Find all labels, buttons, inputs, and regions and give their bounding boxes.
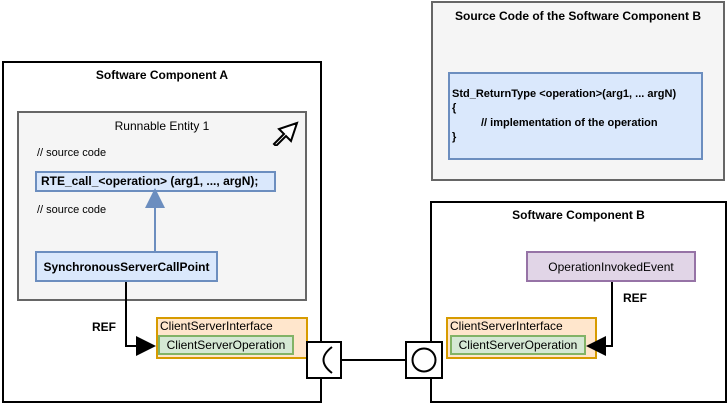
code-line-1: Std_ReturnType <operation>(arg1, ... arg… [452,88,677,100]
software-component-b-title: Software Component B [512,208,645,222]
rte-call-box: RTE_call_<operation> (arg1, ..., argN); [35,171,276,192]
synchronous-server-call-point: SynchronousServerCallPoint [35,251,218,282]
operation-invoked-event: OperationInvokedEvent [526,251,696,282]
provided-port-b [405,341,443,379]
expand-arrow-icon[interactable] [271,120,301,148]
code-line-4: } [452,131,457,143]
required-port-a [306,341,342,379]
ref-label-b: REF [623,291,647,305]
software-component-b [430,201,727,403]
source-code-comment-top: // source code [37,147,107,159]
client-server-operation-b: ClientServerOperation [450,335,586,355]
client-server-interface-a-label: ClientServerInterface [160,319,273,333]
ref-label-a: REF [92,320,116,334]
source-code-block [448,72,703,160]
source-code-comment-bottom: // source code [37,204,107,216]
source-code-component-b-title: Source Code of the Software Component B [454,9,701,23]
runnable-entity-title: Runnable Entity 1 [114,119,210,133]
software-component-a-title: Software Component A [95,68,229,82]
client-server-operation-a: ClientServerOperation [158,335,294,355]
code-line-2: { [452,102,457,114]
client-server-interface-b-label: ClientServerInterface [450,319,563,333]
code-line-3: // implementation of the operation [481,117,658,129]
